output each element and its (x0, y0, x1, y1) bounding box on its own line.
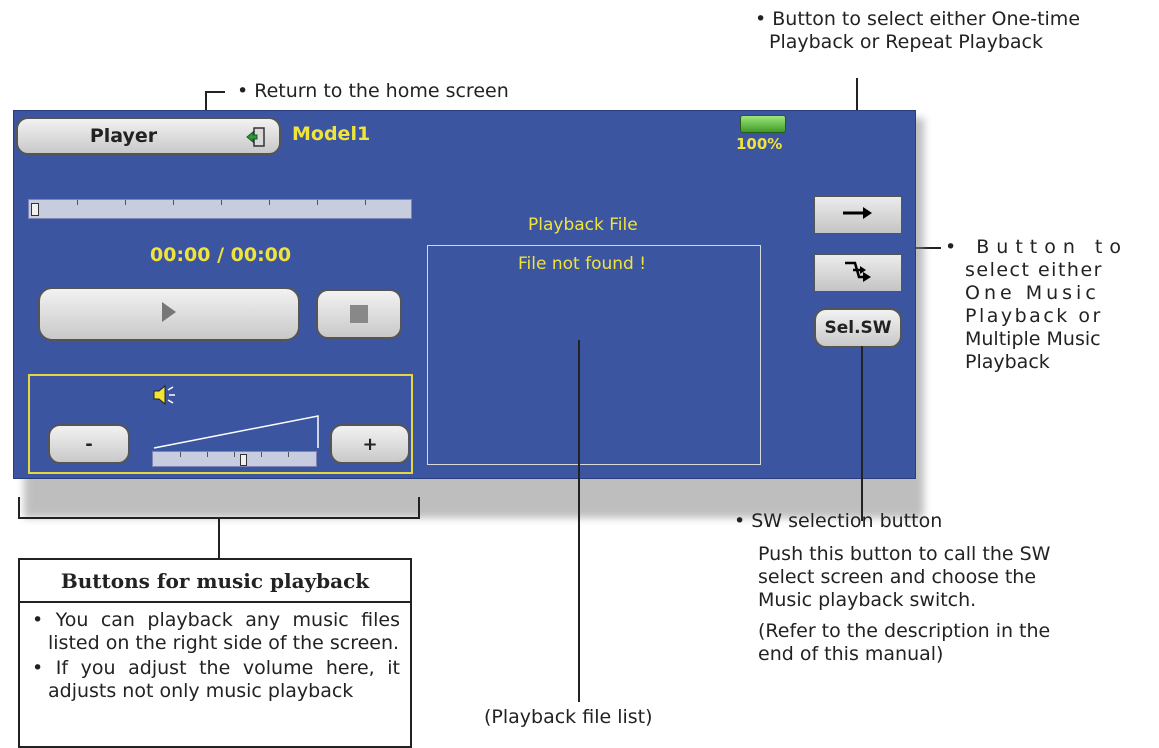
music-box-bullet2: • If you adjust the volume here, it adju… (32, 657, 401, 702)
file-list-annotation: (Playback file list) (484, 706, 653, 728)
time-display: 00:00 / 00:00 (150, 244, 292, 266)
playback-mode-annotation: • Button to select either One-time Playb… (755, 8, 1081, 53)
bracket-stem (218, 517, 220, 558)
sel-sw-label: Sel.SW (824, 318, 892, 338)
sw-ref-line1: (Refer to the description in the (758, 620, 1051, 642)
music-box-bullet2-text: If you adjust the volume here, it adjust… (48, 657, 401, 702)
music-box-bullet1: • You can playback any music files liste… (32, 609, 400, 654)
volume-ramp-indicator (153, 415, 319, 449)
sw-title: SW selection button (751, 510, 943, 532)
battery-icon (740, 115, 786, 133)
progress-knob[interactable] (31, 203, 39, 216)
volume-panel: - + (28, 374, 413, 474)
sw-desc-line2: select screen and choose the (758, 566, 1037, 588)
volume-plus-button[interactable]: + (330, 424, 410, 464)
music-mode-line1: Button to (976, 236, 1129, 258)
playback-mode-line2: Playback or Repeat Playback (769, 31, 1043, 53)
volume-knob[interactable] (240, 454, 248, 466)
sw-leader (861, 346, 863, 521)
one-multiple-music-button[interactable] (814, 254, 902, 292)
playback-file-list[interactable]: File not found ! (427, 245, 761, 465)
return-home-leader-h (205, 91, 225, 93)
stop-icon (350, 305, 368, 323)
sw-ref-line2: end of this manual) (758, 643, 944, 665)
battery-fill (741, 116, 785, 132)
minus-label: - (85, 433, 93, 455)
sw-annotation: • SW selection button Push this button t… (734, 510, 1154, 666)
stop-button[interactable] (316, 289, 402, 339)
one-time-repeat-button[interactable] (814, 196, 902, 234)
playback-mode-line1: Button to select either One-time (772, 8, 1081, 30)
sel-sw-button[interactable]: Sel.SW (814, 308, 902, 348)
sw-desc-line1: Push this button to call the SW (758, 543, 1051, 565)
music-box-bullet1-text: You can playback any music files listed … (48, 609, 400, 654)
music-playback-box: Buttons for music playback • You can pla… (18, 558, 412, 748)
play-icon (160, 300, 178, 328)
music-mode-line2: select either (965, 259, 1103, 281)
volume-minus-button[interactable]: - (48, 424, 130, 464)
shuffle-arrows-icon (841, 258, 875, 288)
return-home-text: Return to the home screen (254, 80, 509, 102)
volume-slider[interactable] (152, 451, 317, 467)
play-button[interactable] (38, 287, 300, 341)
return-home-annotation: • Return to the home screen (237, 80, 509, 102)
bracket-left (18, 497, 20, 519)
exit-door-icon (245, 126, 267, 152)
transmitter-screen: Player Model1 100% 00:00 / 00:00 - (13, 110, 916, 479)
speaker-icon (152, 384, 176, 410)
plus-label: + (362, 433, 378, 455)
sw-desc-line3: Music playback switch. (758, 589, 977, 611)
music-mode-annotation: • Button to select either One Music Play… (945, 236, 1145, 374)
music-mode-line6: Playback (965, 351, 1050, 373)
file-list-leader (578, 340, 580, 702)
file-status: File not found ! (518, 254, 647, 274)
bracket-right (418, 497, 420, 519)
music-mode-line3: One Music (965, 282, 1100, 304)
music-box-title: Buttons for music playback (20, 560, 410, 603)
player-tab-label: Player (89, 125, 158, 147)
model-name: Model1 (292, 123, 371, 145)
player-home-button[interactable]: Player (16, 117, 281, 155)
playback-file-header: Playback File (528, 215, 638, 235)
music-mode-line4: Playback or (965, 305, 1103, 327)
playback-progress-bar[interactable] (28, 199, 412, 219)
music-mode-line5: Multiple Music (965, 328, 1101, 350)
battery-percent: 100% (736, 135, 783, 153)
arrow-right-icon (841, 204, 875, 226)
